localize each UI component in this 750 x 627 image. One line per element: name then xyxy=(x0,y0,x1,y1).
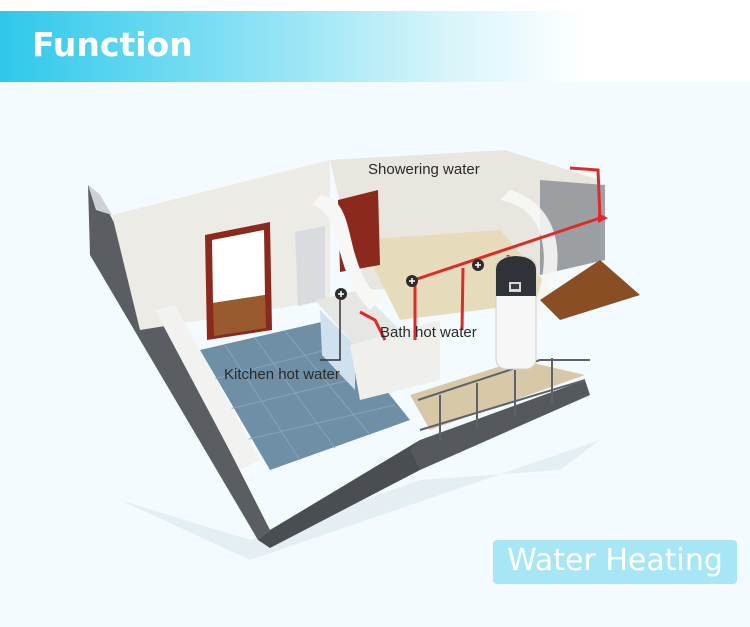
pipe-node-icons xyxy=(335,259,484,300)
label-bath-hot-water: Bath hot water xyxy=(380,324,477,341)
water-heating-badge: Water Heating xyxy=(493,540,737,584)
label-kitchen-hot-water: Kitchen hot water xyxy=(224,366,340,383)
page-title: Function xyxy=(32,25,193,64)
label-showering-water: Showering water xyxy=(368,161,480,178)
header-banner: Function xyxy=(0,11,750,82)
